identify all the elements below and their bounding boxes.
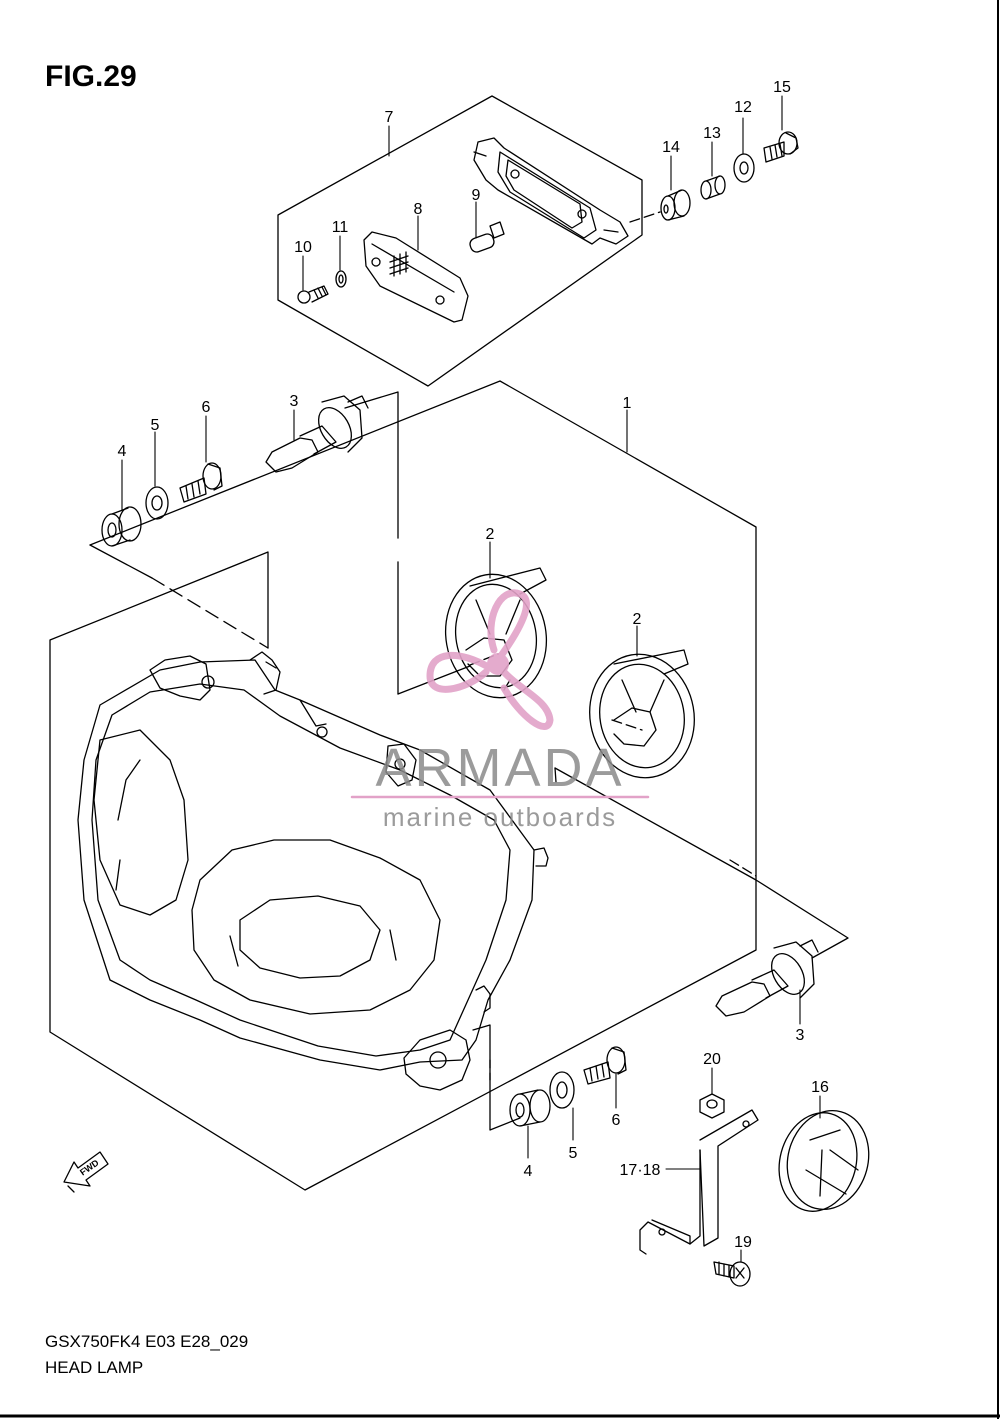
callout-numbers: 1 2 2 3 3 4 4 5 5 6 6 7 8 9 10 11 12 13 … [118,79,829,1251]
callout-6-upper: 6 [202,399,211,416]
callout-19: 19 [734,1234,752,1251]
subassembly-7-outline [277,95,643,387]
part-4-cushion-lower [509,1089,551,1127]
propeller-logo [426,589,554,730]
part-17-18-bracket [639,1109,759,1255]
part-5-washer-upper [145,486,169,520]
part-4-cushion-upper [101,506,142,547]
callout-3-lower: 3 [796,1027,805,1044]
part-11-washer [335,270,347,288]
part-15-bolt [763,131,799,163]
callout-5-lower: 5 [569,1145,578,1162]
callout-8: 8 [414,201,423,218]
figure-title: FIG.29 [45,60,137,93]
callout-16: 16 [811,1079,829,1096]
part-12-washer [733,153,755,183]
figure-name: HEAD LAMP [45,1358,144,1377]
part-2-socket-cover-upper [444,567,548,699]
callout-10: 10 [294,239,312,256]
callout-4-lower: 4 [524,1163,533,1180]
callout-1: 1 [623,395,632,412]
callout-5-upper: 5 [151,417,160,434]
part-3-headlamp-bulb-upper [265,395,369,473]
callout-7: 7 [385,109,394,126]
part-1-headlamp-unit [77,651,549,1091]
callout-17-18: 17·18 [620,1162,661,1179]
callout-3-upper: 3 [290,393,299,410]
callout-11: 11 [332,219,349,236]
part-6-bolt-upper [179,462,223,503]
callout-2-lower: 2 [633,611,642,628]
part-16-cap [778,1109,870,1212]
fwd-arrow: FWD [63,1151,109,1193]
callout-13: 13 [703,125,721,142]
headlamp-assembly-outline [49,380,849,1191]
part-5-washer-lower [549,1071,575,1109]
part-9-position-bulb [469,221,505,253]
part-6-bolt-lower [583,1046,627,1085]
callout-14: 14 [662,139,680,156]
part-19-screw [713,1261,751,1287]
part-14-grommet [660,189,691,221]
model-code: GSX750FK4 E03 E28_029 [45,1332,249,1351]
part-2-socket-cover-lower [589,649,695,779]
part-13-collar [700,175,726,200]
callout-12: 12 [734,99,752,116]
part-8-position-lamp-lens [363,231,469,323]
watermark-tagline: marine outboards [383,802,617,832]
part-3-headlamp-bulb-lower [715,939,819,1017]
callout-4-upper: 4 [118,443,127,460]
part-7-position-lamp-housing [473,137,629,245]
part-10-screw [297,285,329,304]
callout-15: 15 [773,79,791,96]
callout-9: 9 [472,187,481,204]
position-lamp-subassembly [277,95,799,387]
watermark-brand: ARMADA [375,738,624,798]
callout-leaders [121,95,821,1263]
part-20-nut [699,1093,725,1119]
callout-20: 20 [703,1051,721,1068]
callout-6-lower: 6 [612,1112,621,1129]
callout-2-upper: 2 [486,526,495,543]
armada-watermark: ARMADA marine outboards [350,589,650,832]
